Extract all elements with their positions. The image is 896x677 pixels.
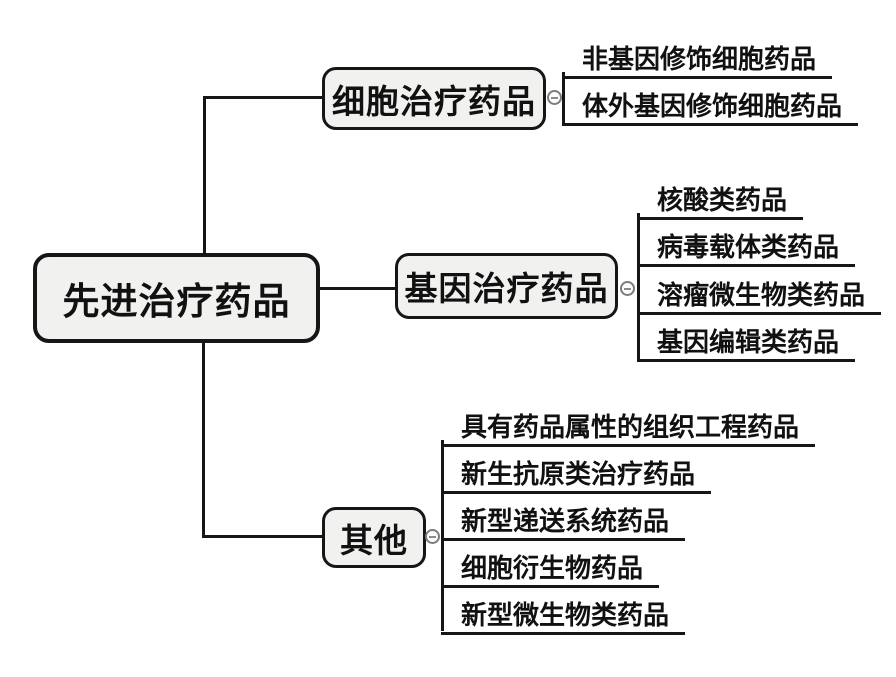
connector-root-to-gene [317,287,397,290]
leaf-node-non-gene-modified-cell[interactable]: 非基因修饰细胞药品 [562,32,833,79]
leaf-node-neoantigen-therapy[interactable]: 新生抗原类治疗药品 [441,447,712,494]
leaf-node-viral-vector[interactable]: 病毒载体类药品 [637,220,856,267]
leaf-node-gene-editing[interactable]: 基因编辑类药品 [637,315,856,362]
minus-icon [551,96,558,99]
connector-cell-children-spine [562,72,565,125]
branch-node-other[interactable]: 其他 [322,507,426,568]
branch-node-gene-therapy[interactable]: 基因治疗药品 [395,253,618,319]
connector-root-to-other-horizontal [202,535,324,538]
root-node-advanced-therapy[interactable]: 先进治疗药品 [33,253,320,343]
leaf-node-oncolytic-microbial[interactable]: 溶瘤微生物类药品 [637,268,882,315]
leaf-node-tissue-engineering[interactable]: 具有药品属性的组织工程药品 [441,400,816,447]
leaf-node-novel-microbial[interactable]: 新型微生物类药品 [441,588,686,635]
leaf-node-novel-delivery-system[interactable]: 新型递送系统药品 [441,494,686,541]
leaf-node-cell-derivative[interactable]: 细胞衍生物药品 [441,541,660,588]
leaf-node-nucleic-acid[interactable]: 核酸类药品 [637,173,804,220]
minus-icon [624,287,631,290]
collapse-button-gene-therapy[interactable] [620,281,635,296]
branch-node-cell-therapy[interactable]: 细胞治疗药品 [322,67,546,130]
collapse-button-other[interactable] [425,529,440,544]
connector-root-to-cell-vertical [203,97,206,255]
minus-icon [429,535,436,538]
connector-other-children-spine [441,440,444,631]
connector-root-to-cell-horizontal [203,96,324,99]
connector-root-to-other-vertical [202,341,205,537]
connector-gene-children-spine [637,213,640,361]
collapse-button-cell-therapy[interactable] [547,90,562,105]
leaf-node-ex-vivo-gene-modified-cell[interactable]: 体外基因修饰细胞药品 [562,79,859,126]
